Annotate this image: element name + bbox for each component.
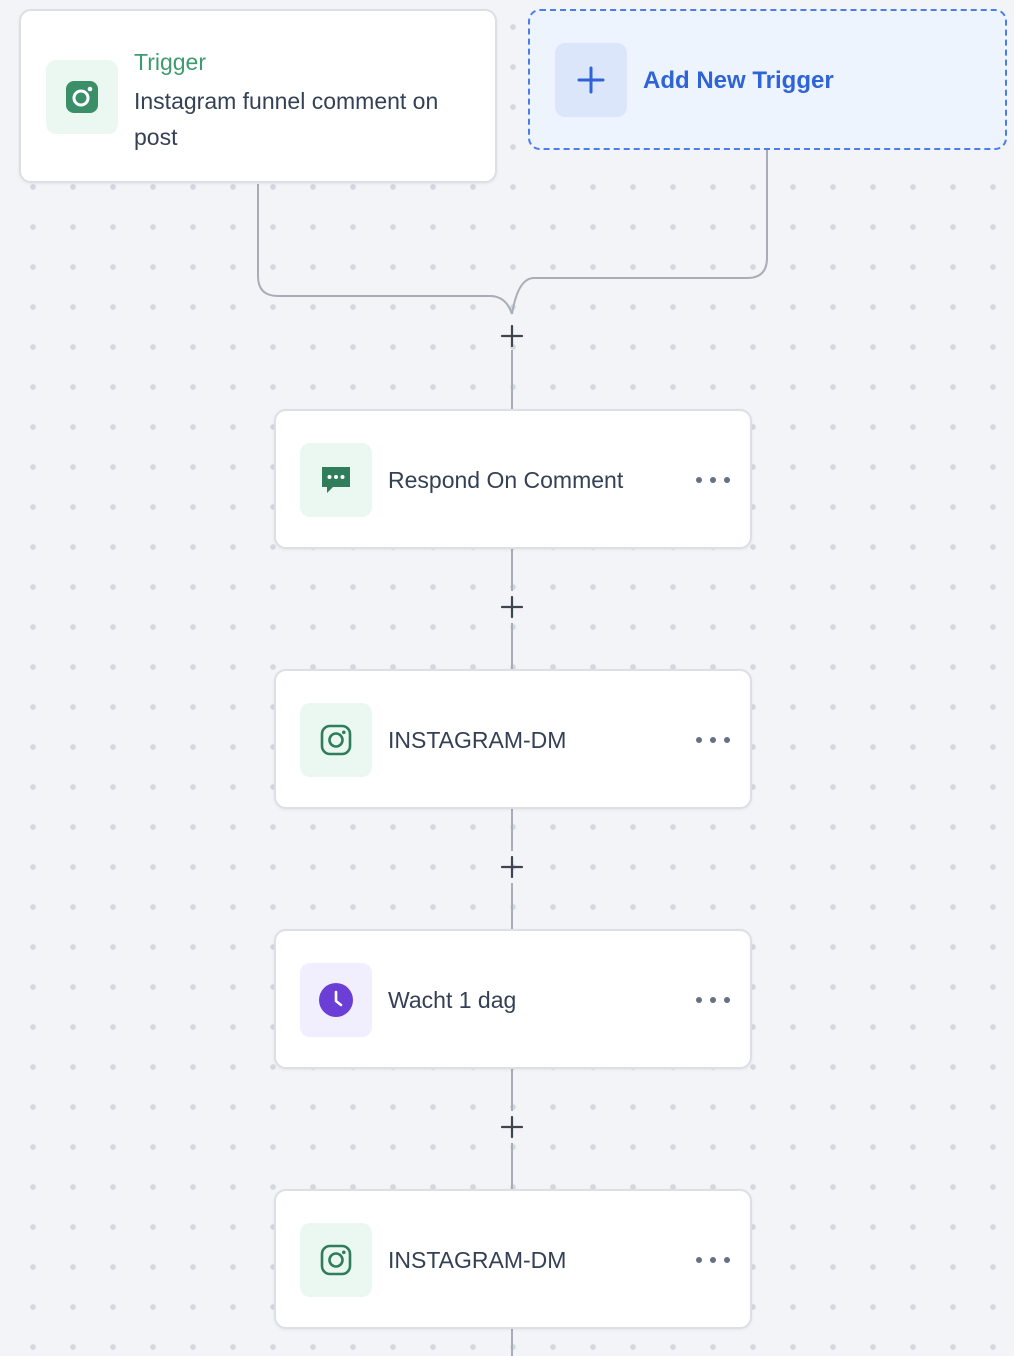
comment-icon <box>322 467 350 493</box>
ellipsis-dot <box>696 1257 702 1263</box>
add-new-trigger-button[interactable]: Add New Trigger <box>528 9 1007 150</box>
step-icon-box <box>300 963 372 1037</box>
more-options-button[interactable] <box>696 1250 730 1270</box>
step-card-instagram-dm[interactable]: INSTAGRAM-DM <box>274 1189 752 1329</box>
add-step-button[interactable] <box>497 592 527 622</box>
add-step-button[interactable] <box>497 852 527 882</box>
step-card-wait[interactable]: Wacht 1 dag <box>274 929 752 1069</box>
step-label: INSTAGRAM-DM <box>388 727 567 753</box>
plus-icon <box>500 855 524 879</box>
ellipsis-dot <box>696 737 702 743</box>
add-step-button[interactable] <box>497 321 527 351</box>
add-trigger-icon-box <box>555 43 627 117</box>
trigger-description: Instagram funnel comment on post <box>134 88 439 150</box>
connector-add-trigger <box>511 150 768 315</box>
add-step-button[interactable] <box>497 1112 527 1142</box>
ellipsis-dot <box>696 997 702 1003</box>
more-options-button[interactable] <box>696 730 730 750</box>
step-label: Respond On Comment <box>388 467 624 493</box>
step-icon-box <box>300 1223 372 1297</box>
instagram-icon <box>320 1244 352 1276</box>
instagram-icon <box>320 724 352 756</box>
ellipsis-dot <box>696 477 702 483</box>
trigger-card[interactable]: Trigger Instagram funnel comment on post <box>19 9 497 183</box>
trigger-title: Trigger <box>134 49 206 75</box>
more-options-button[interactable] <box>696 470 730 490</box>
more-options-button[interactable] <box>696 990 730 1010</box>
step-card-respond-on-comment[interactable]: Respond On Comment <box>274 409 752 549</box>
ellipsis-dot <box>710 997 716 1003</box>
trigger-icon-box <box>46 60 118 134</box>
ellipsis-dot <box>724 1257 730 1263</box>
clock-icon <box>319 983 353 1017</box>
ellipsis-dot <box>724 737 730 743</box>
step-card-instagram-dm[interactable]: INSTAGRAM-DM <box>274 669 752 809</box>
plus-icon <box>500 1115 524 1139</box>
plus-icon <box>500 324 524 348</box>
connector-trigger <box>257 184 513 315</box>
step-icon-box <box>300 703 372 777</box>
ellipsis-dot <box>724 997 730 1003</box>
step-icon-box <box>300 443 372 517</box>
ellipsis-dot <box>710 477 716 483</box>
ellipsis-dot <box>710 737 716 743</box>
plus-icon <box>577 66 605 94</box>
plus-icon <box>500 595 524 619</box>
ellipsis-dot <box>710 1257 716 1263</box>
add-new-trigger-label: Add New Trigger <box>643 67 834 94</box>
ellipsis-dot <box>724 477 730 483</box>
step-label: INSTAGRAM-DM <box>388 1247 567 1273</box>
step-label: Wacht 1 dag <box>388 987 517 1013</box>
instagram-icon <box>66 81 98 113</box>
